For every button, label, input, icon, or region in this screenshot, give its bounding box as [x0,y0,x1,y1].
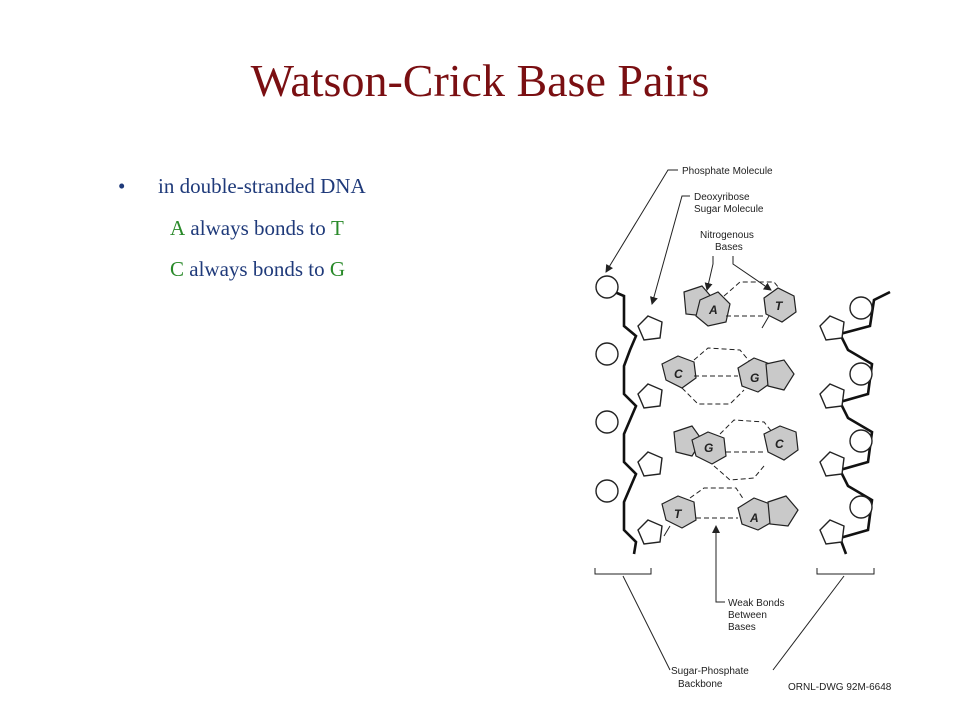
label-sugar-molecule: Sugar Molecule [694,204,764,215]
pair-base-b: G [329,256,346,281]
sugar-pentagon [637,519,663,545]
base-letter: A [708,303,718,317]
purine-ring [765,359,795,391]
base-hexagon-t [763,287,797,323]
phosphate-circle [595,342,619,366]
bullet-list: • in double-stranded DNA A always bonds … [118,174,366,285]
pair-base-b: T [331,216,344,240]
label-sugar-phosphate: Sugar-Phosphate [671,666,749,677]
backbone-left [609,288,638,555]
label-nitrogenous: Nitrogenous [700,230,754,241]
base-letter: T [775,299,784,313]
base-hexagon-c [661,355,697,389]
slide-title: Watson-Crick Base Pairs [250,55,710,106]
label-bases: Bases [715,242,743,253]
bullet-item: • in double-stranded DNA [118,174,366,204]
weak-bond-pointer [712,525,725,603]
label-credit: ORNL-DWG 92M-6648 [788,682,892,693]
pair-rule-cg: C always bonds to G [118,253,366,285]
phosphate-circle [595,410,619,434]
pair-text: always bonds to [185,216,331,240]
label-weak-bases: Bases [728,622,756,633]
base-letter: C [775,437,784,451]
hydrogen-bonds [713,419,773,481]
phosphate-circle [849,495,873,519]
methyl-stub [761,315,770,329]
phosphate-circle [595,275,619,299]
base-letter: G [750,371,759,385]
backbone-pointer-left [622,575,671,671]
label-backbone: Backbone [678,679,723,690]
sugar-pentagon [819,451,845,477]
base-letter: G [704,441,713,455]
hydrogen-bonds [689,487,745,519]
phosphate-circle [849,296,873,320]
label-deoxyribose: Deoxyribose [694,192,750,203]
backbone-bracket-left [594,568,652,575]
methyl-stub [663,525,671,537]
phosphate-circle [595,479,619,503]
base-letter: T [674,507,683,521]
base-hexagon-a [695,291,731,327]
pair-text: always bonds to [184,256,330,281]
hydrogen-bonds [681,347,751,405]
bullet-dot-icon: • [118,174,126,198]
base-letter: C [674,367,683,381]
label-between: Between [728,610,767,621]
pair-base-a: C [170,256,185,281]
nitro-pointer-left [704,256,714,291]
backbone-bracket-right [816,568,875,575]
base-hexagon-t [661,495,697,529]
label-phosphate: Phosphate Molecule [682,166,773,177]
base-hexagon-c [763,425,799,461]
dna-diagram: Phosphate Molecule Deoxyribose Sugar Mol… [594,166,892,693]
sugar-pentagon [819,383,845,409]
nitro-pointer-right [732,256,772,291]
hydrogen-bonds [723,281,785,317]
backbone-pointer-right [772,575,845,671]
phosphate-circle [849,429,873,453]
phosphate-circle [849,362,873,386]
phosphate-pointer [605,169,678,273]
sugar-pointer [650,195,690,305]
purine-ring [767,495,799,527]
sugar-pentagon [819,519,845,545]
bullet-text: in double-stranded DNA [158,174,366,198]
base-hexagon-g [691,431,727,465]
sugar-pentagon [637,315,663,341]
pair-rule-at: A always bonds to T [118,204,366,253]
base-letter: A [749,511,759,525]
sugar-pentagon [819,315,845,341]
sugar-pentagon [637,451,663,477]
label-weak-bonds: Weak Bonds [728,598,785,609]
pair-base-a: A [170,216,186,240]
sugar-pentagon [637,383,663,409]
